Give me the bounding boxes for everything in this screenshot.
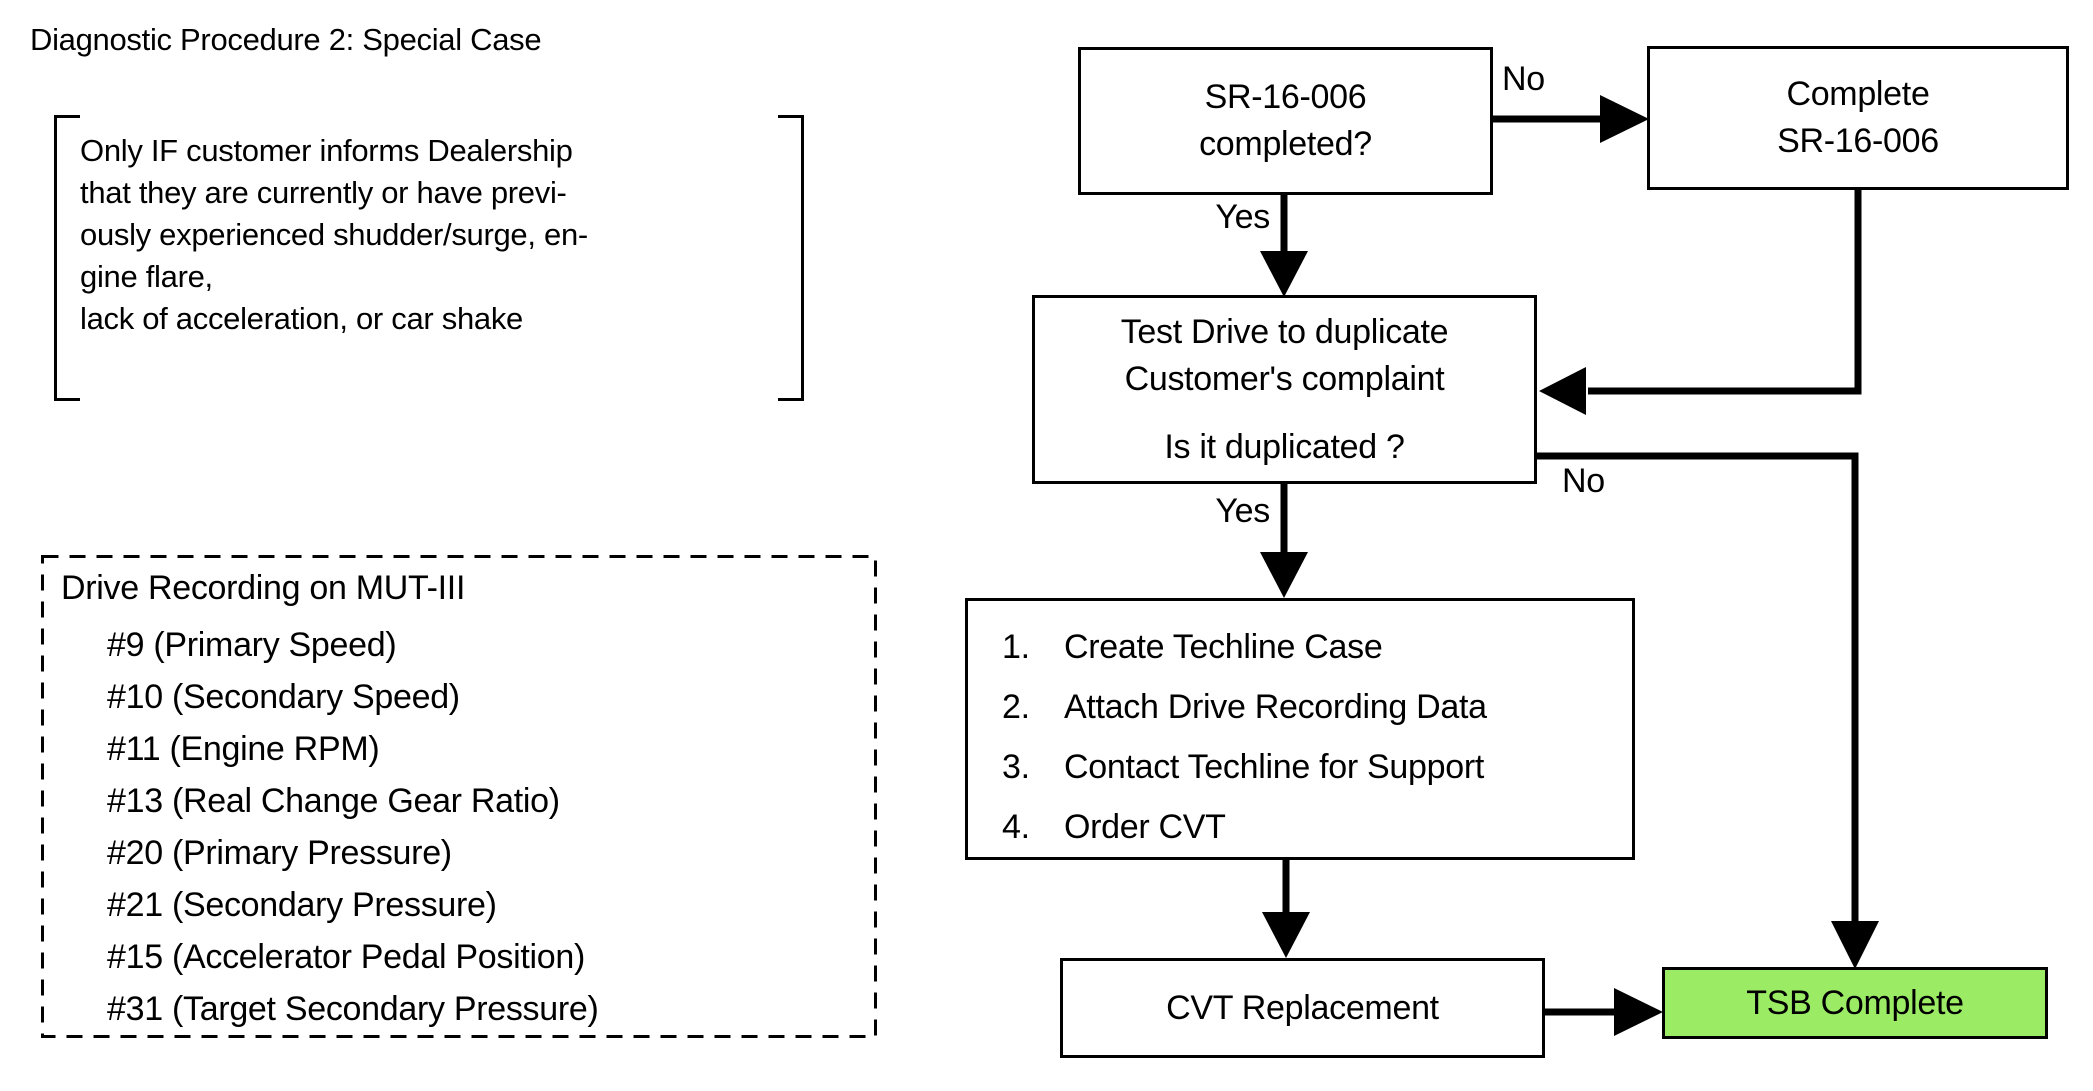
node-line: Complete (1786, 75, 1930, 113)
techline-steps-node: 1. Create Techline Case 2. Attach Drive … (965, 598, 1635, 860)
step-number: 2. (1002, 688, 1030, 726)
step-row: 4. Order CVT (1002, 797, 1632, 857)
node-line: SR-16-006 (1777, 122, 1939, 160)
edge-label-yes-sr: Yes (1215, 198, 1270, 236)
edge-label-no-sr: No (1502, 60, 1545, 98)
node-line: TSB Complete (1746, 983, 1964, 1022)
drive-recording-item: #9 (Primary Speed) (107, 626, 397, 664)
edge-label-no-duplicated: No (1562, 462, 1605, 500)
arrowhead-into-cvt (1262, 912, 1310, 958)
node-line: completed? (1199, 125, 1372, 163)
node-line: CVT Replacement (1166, 988, 1439, 1027)
complete-sr-node: Complete SR-16-006 (1647, 46, 2069, 190)
drive-recording-item: #15 (Accelerator Pedal Position) (107, 938, 585, 976)
step-text: Create Techline Case (1064, 628, 1383, 666)
node-line: SR-16-006 (1204, 78, 1367, 116)
bracket-left-decoration (54, 115, 80, 401)
edge-label-yes-duplicated: Yes (1215, 492, 1270, 530)
arrowhead-into-testdrive-right (1539, 367, 1586, 415)
drive-recording-item: #13 (Real Change Gear Ratio) (107, 782, 560, 820)
arrowhead-into-steps (1260, 552, 1308, 598)
edge-complete-to-testdrive-line (1588, 190, 1862, 395)
arrowhead-into-complete-sr (1600, 95, 1649, 143)
drive-recording-box: Drive Recording on MUT-III #9 (Primary S… (41, 555, 877, 1038)
drive-recording-list: #9 (Primary Speed) #10 (Secondary Speed)… (107, 619, 599, 1035)
drive-recording-item: #31 (Target Secondary Pressure) (107, 990, 599, 1028)
cvt-replacement-node: CVT Replacement (1060, 958, 1545, 1058)
step-text: Attach Drive Recording Data (1064, 688, 1487, 726)
condition-note-line: that they are currently or have previ- (80, 175, 567, 210)
drive-recording-item: #10 (Secondary Speed) (107, 678, 460, 716)
arrowhead-into-testdrive-top (1260, 251, 1308, 297)
step-row: 3. Contact Techline for Support (1002, 737, 1632, 797)
node-question: Is it duplicated ? (1164, 427, 1405, 466)
tsb-complete-node: TSB Complete (1662, 967, 2048, 1039)
arrowhead-into-tsb-top (1831, 921, 1879, 969)
condition-note-line: lack of acceleration, or car shake (80, 301, 523, 336)
node-line: Test Drive to duplicate (1120, 312, 1449, 351)
step-text: Order CVT (1064, 808, 1226, 846)
sr-check-node: SR-16-006 completed? (1078, 47, 1493, 195)
drive-recording-item: #11 (Engine RPM) (107, 730, 380, 768)
test-drive-node: Test Drive to duplicate Customer's compl… (1032, 295, 1537, 484)
step-number: 1. (1002, 628, 1030, 666)
drive-recording-item: #20 (Primary Pressure) (107, 834, 452, 872)
step-row: 2. Attach Drive Recording Data (1002, 677, 1632, 737)
step-number: 4. (1002, 808, 1030, 846)
dashed-border-decoration (41, 555, 877, 1038)
node-line: Customer's complaint (1124, 359, 1445, 398)
bracket-right-decoration (778, 115, 804, 401)
step-number: 3. (1002, 748, 1030, 786)
drive-recording-item: #21 (Secondary Pressure) (107, 886, 497, 924)
condition-note-line: Only IF customer informs Dealership (80, 133, 573, 168)
condition-note: Only IF customer informs Dealership that… (80, 130, 760, 340)
edge-duplicated-no-line (1537, 452, 1859, 926)
page-title: Diagnostic Procedure 2: Special Case (30, 22, 542, 57)
step-text: Contact Techline for Support (1064, 748, 1485, 786)
condition-note-line: ously experienced shudder/surge, en- (80, 217, 588, 252)
drive-recording-title: Drive Recording on MUT-III (61, 569, 466, 607)
arrowhead-into-tsb-left (1614, 988, 1663, 1036)
step-row: 1. Create Techline Case (1002, 617, 1632, 677)
condition-note-line: gine flare, (80, 259, 213, 294)
